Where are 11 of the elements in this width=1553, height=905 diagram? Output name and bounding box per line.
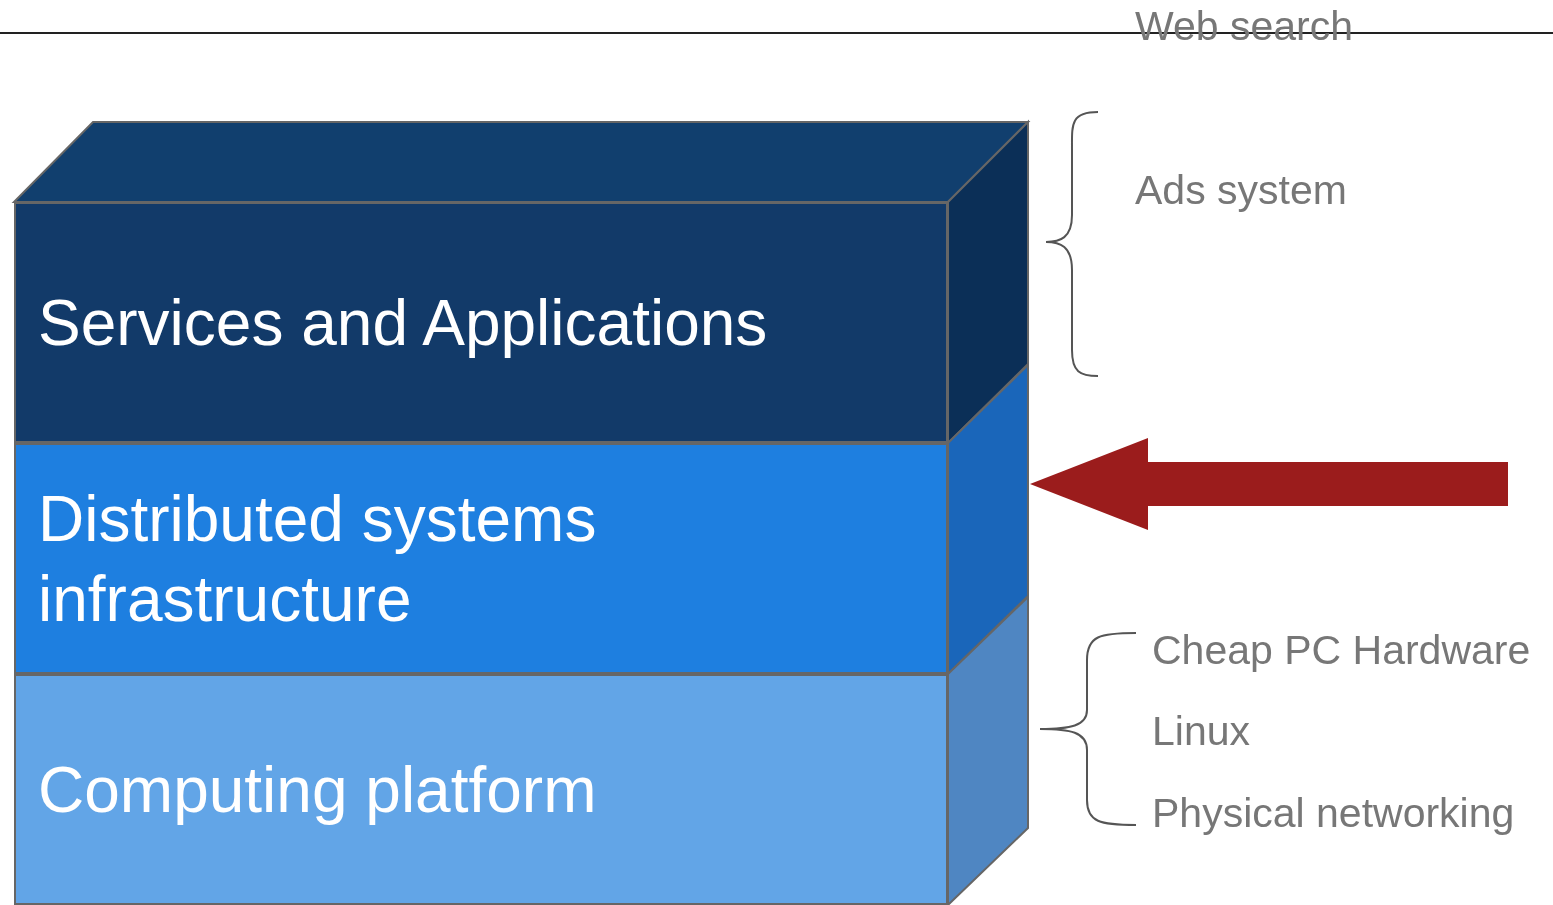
- arrow: [1030, 438, 1508, 530]
- item-label: Ads system: [1135, 166, 1347, 214]
- layer-title: Computing platform: [38, 752, 597, 828]
- layer-block: [14, 674, 948, 905]
- item-label: Cheap PC Hardware: [1152, 626, 1531, 674]
- item-label: Physical networking: [1152, 789, 1515, 837]
- layer-title: Services and Applications: [38, 285, 768, 361]
- item-label: Linux: [1152, 707, 1250, 755]
- layer-title: Distributed systems infrastructure: [38, 481, 598, 637]
- layer-block: [14, 443, 948, 674]
- layer-block: [14, 202, 948, 443]
